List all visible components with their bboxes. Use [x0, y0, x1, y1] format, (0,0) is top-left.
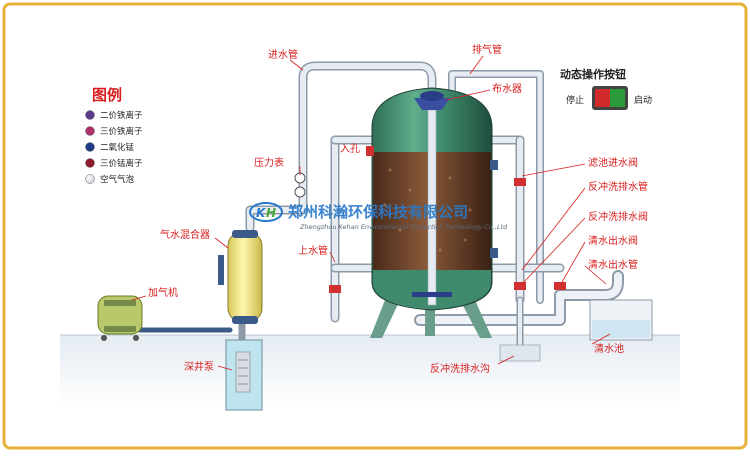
- valves: [329, 178, 566, 293]
- legend-swatch-icon: [85, 142, 95, 152]
- label-pressure-gauge: 压力表: [254, 156, 284, 169]
- label-deep-well-pump: 深井泵: [184, 360, 214, 373]
- svg-text:K: K: [256, 206, 267, 220]
- label-aerator: 加气机: [148, 286, 178, 299]
- label-exhaust-pipe: 排气管: [472, 43, 502, 56]
- callouts: [131, 55, 611, 371]
- legend-swatch-icon: [85, 174, 95, 184]
- legend-item-label: 二价铁离子: [100, 110, 143, 121]
- drain-ditch: [499, 344, 541, 362]
- gas-water-mixer: [218, 230, 263, 324]
- stop-button[interactable]: [595, 89, 610, 107]
- label-backwash-drain-ditch: 反冲洗排水沟: [430, 362, 490, 375]
- aerator: [97, 295, 143, 341]
- legend-swatch-icon: [85, 126, 95, 136]
- label-clear-outlet-valve: 清水出水阀: [588, 234, 638, 247]
- watermark-cn: 郑州科瀚环保科技有限公司: [288, 203, 468, 221]
- clear-water-tank: [589, 299, 653, 341]
- label-distributor: 布水器: [492, 83, 522, 95]
- start-label: 启动: [634, 94, 652, 106]
- legend-item-label: 空气气泡: [100, 174, 135, 185]
- svg-text:H: H: [266, 206, 276, 220]
- legend-swatch-icon: [85, 158, 95, 168]
- legend-item-label: 二氧化锰: [100, 142, 135, 153]
- label-manhole: 入孔: [340, 143, 360, 155]
- legend-swatch-icon: [85, 110, 95, 120]
- label-gas-water-mixer: 气水混合器: [160, 228, 210, 241]
- start-button[interactable]: [610, 89, 625, 107]
- company-watermark: K H 郑州科瀚环保科技有限公司 Zhengzhou Kehan Environ…: [249, 202, 508, 231]
- filter-tank: [366, 87, 498, 338]
- label-clear-water-tank: 清水池: [594, 342, 624, 355]
- label-upper-water-pipe: 上水管: [298, 244, 328, 257]
- company-logo-icon: K H: [249, 202, 283, 222]
- control-title: 动态操作按钮: [560, 67, 626, 81]
- label-clear-outlet-pipe: 清水出水管: [588, 258, 638, 271]
- control-panel: 动态操作按钮 停止 启动: [560, 67, 652, 110]
- watermark-en: Zhengzhou Kehan Environmental Protection…: [299, 223, 508, 231]
- label-backwash-drain-valve: 反冲洗排水阀: [588, 210, 648, 223]
- label-filter-inlet-valve: 滤池进水阀: [588, 156, 638, 169]
- floor: [60, 335, 680, 405]
- label-backwash-drain-pipe: 反冲洗排水管: [588, 180, 648, 193]
- legend-item-label: 三价铁离子: [100, 126, 143, 137]
- deep-well-pump: [225, 339, 263, 411]
- legend-title: 图例: [92, 86, 122, 104]
- stop-label: 停止: [566, 94, 584, 106]
- label-inlet-pipe: 进水管: [268, 48, 298, 61]
- legend-item-label: 三价锰离子: [100, 158, 143, 169]
